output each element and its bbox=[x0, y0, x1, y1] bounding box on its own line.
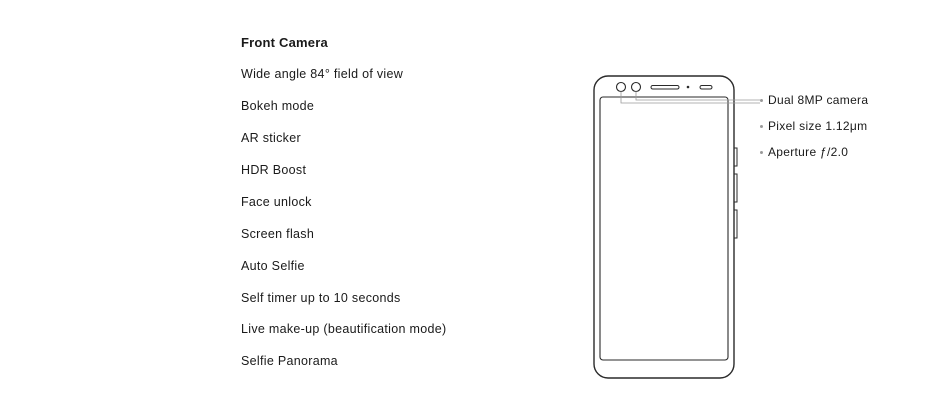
feature-list-title: Front Camera bbox=[241, 35, 328, 50]
volume-up-button bbox=[733, 173, 738, 203]
feature-item-self-timer: Self timer up to 10 seconds bbox=[241, 291, 401, 305]
volume-down-button bbox=[733, 209, 738, 239]
feature-item-screen-flash: Screen flash bbox=[241, 227, 315, 241]
feature-item-bokeh: Bokeh mode bbox=[241, 99, 315, 113]
feature-item-auto-selfie: Auto Selfie bbox=[241, 259, 305, 273]
spec-pixel-size: Pixel size 1.12μm bbox=[760, 119, 867, 133]
phone-screen bbox=[599, 96, 729, 361]
bullet-dot-icon bbox=[760, 98, 763, 102]
front-camera-feature-list: Front Camera Wide angle 84° field of vie… bbox=[241, 0, 561, 400]
feature-item-face-unlock: Face unlock bbox=[241, 195, 312, 209]
spec-label: Aperture ƒ/2.0 bbox=[768, 145, 849, 159]
spec-aperture: Aperture ƒ/2.0 bbox=[760, 145, 848, 159]
feature-item-ar-sticker: AR sticker bbox=[241, 131, 301, 145]
phone-outline-diagram bbox=[593, 75, 760, 379]
feature-item-wide-angle: Wide angle 84° field of view bbox=[241, 67, 404, 81]
power-button bbox=[733, 147, 738, 167]
front-flash bbox=[699, 85, 713, 90]
feature-item-live-makeup: Live make-up (beautification mode) bbox=[241, 322, 447, 336]
front-camera-lens-left bbox=[615, 81, 627, 93]
feature-item-selfie-panorama: Selfie Panorama bbox=[241, 354, 338, 368]
proximity-sensor bbox=[686, 85, 690, 89]
feature-item-hdr-boost: HDR Boost bbox=[241, 163, 307, 177]
camera-leader-line-left bbox=[620, 91, 760, 104]
bullet-dot-icon bbox=[760, 124, 763, 128]
earpiece-grille bbox=[650, 85, 680, 90]
camera-leader-line-right bbox=[635, 91, 760, 101]
spec-label: Dual 8MP camera bbox=[768, 93, 869, 107]
bullet-dot-icon bbox=[760, 150, 763, 154]
spec-dual-camera: Dual 8MP camera bbox=[760, 93, 868, 107]
front-camera-lens-right bbox=[630, 81, 642, 93]
spec-label: Pixel size 1.12μm bbox=[768, 119, 868, 133]
phone-body bbox=[593, 75, 735, 379]
